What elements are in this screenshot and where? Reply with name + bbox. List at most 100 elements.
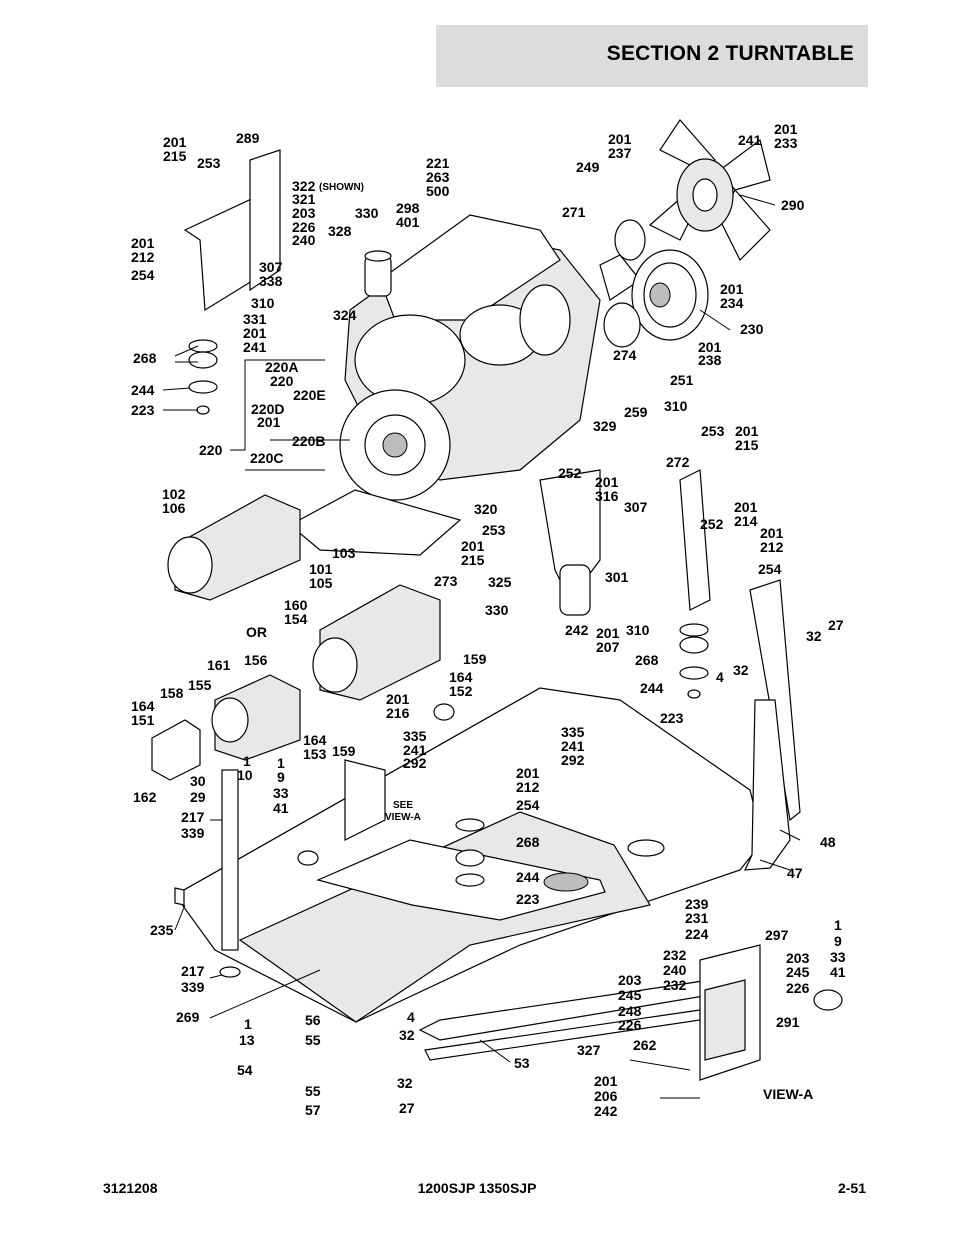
callout-label: 55 xyxy=(305,1032,321,1048)
callout-label: 223 xyxy=(660,710,684,726)
callout-label: 241 xyxy=(561,738,585,754)
callout-label: 273 xyxy=(434,573,458,589)
callout-labels: 201 215 253 289 322 (SHOWN) 321 203 226 … xyxy=(131,121,846,1119)
callout-label: 101 xyxy=(309,561,333,577)
callout-label: 237 xyxy=(608,145,632,161)
callout-label: 268 xyxy=(635,652,659,668)
callout-label: 220C xyxy=(250,450,283,466)
callout-label: 203 xyxy=(292,205,316,221)
callout-label: VIEW-A xyxy=(763,1086,813,1102)
callout-label: 201 xyxy=(760,525,784,541)
callout-label: 253 xyxy=(197,155,221,171)
callout-label: 201 xyxy=(243,325,267,341)
callout-label: 226 xyxy=(618,1017,642,1033)
callout-label: 335 xyxy=(561,724,585,740)
callout-label: 245 xyxy=(786,964,810,980)
callout-label: 4 xyxy=(716,669,724,685)
callout-label: 164 xyxy=(449,669,473,685)
callout-label: 1 xyxy=(244,1016,252,1032)
callout-label: 330 xyxy=(485,602,509,618)
callout-label: 201 xyxy=(516,765,540,781)
callout-label: 233 xyxy=(774,135,798,151)
callout-label: 48 xyxy=(820,834,836,850)
callout-label: 32 xyxy=(733,662,749,678)
callout-label: 212 xyxy=(516,779,540,795)
callout-label: 201 xyxy=(698,339,722,355)
callout-label: 339 xyxy=(181,979,205,995)
callout-label: 154 xyxy=(284,611,308,627)
callout-label: 201 xyxy=(595,474,619,490)
callout-label: 271 xyxy=(562,204,586,220)
leader-lines xyxy=(162,194,801,1099)
callout-label: 201 xyxy=(163,134,187,150)
callout-label: 10 xyxy=(237,767,253,783)
callout-label: 4 xyxy=(407,1009,415,1025)
callout-label: 268 xyxy=(133,350,157,366)
callout-label: 201 xyxy=(720,281,744,297)
callout-label: 301 xyxy=(605,569,629,585)
callout-label: 254 xyxy=(758,561,782,577)
callout-label: 220A xyxy=(265,359,298,375)
callout-label: 298 xyxy=(396,200,420,216)
doc-number: 3121208 xyxy=(103,1180,158,1196)
callout-label: 201 xyxy=(608,131,632,147)
callout-label: 335 xyxy=(403,728,427,744)
callout-label: 231 xyxy=(685,910,709,926)
callout-label: 203 xyxy=(618,972,642,988)
callout-label: 106 xyxy=(162,500,186,516)
callout-label: 248 xyxy=(618,1003,642,1019)
callout-label: 33 xyxy=(273,785,289,801)
callout-label: 321 xyxy=(292,191,316,207)
callout-label: 30 xyxy=(190,773,206,789)
callout-label: 244 xyxy=(131,382,155,398)
callout-label: 57 xyxy=(305,1102,321,1118)
callout-label: 212 xyxy=(131,249,155,265)
callout-label: 220 xyxy=(199,442,223,458)
callout-label: 201 xyxy=(596,625,620,641)
callout-label: 27 xyxy=(399,1100,415,1116)
callout-label: 47 xyxy=(787,865,803,881)
callout-label: 324 xyxy=(333,307,357,323)
callout-label: 27 xyxy=(828,617,844,633)
callout-label: 401 xyxy=(396,214,420,230)
callout-label: 292 xyxy=(561,752,585,768)
callout-label: 226 xyxy=(292,219,316,235)
callout-label: 55 xyxy=(305,1083,321,1099)
callout-label: 102 xyxy=(162,486,186,502)
callout-label: SEE xyxy=(393,800,413,811)
callout-label: 329 xyxy=(593,418,617,434)
callout-label: 201 xyxy=(257,414,281,430)
callout-label: 223 xyxy=(516,891,540,907)
callout-label: 316 xyxy=(595,488,619,504)
callout-label: 201 xyxy=(594,1073,618,1089)
callout-label: 161 xyxy=(207,657,231,673)
callout-label: 162 xyxy=(133,789,157,805)
callout-label: 339 xyxy=(181,825,205,841)
callout-label: 327 xyxy=(577,1042,601,1058)
callout-label: 241 xyxy=(403,742,427,758)
callout-label: 203 xyxy=(786,950,810,966)
callout-label: 1 xyxy=(834,917,842,933)
callout-label: 253 xyxy=(482,522,506,538)
callout-label: 310 xyxy=(251,295,275,311)
callout-label: VIEW-A xyxy=(385,812,421,823)
callout-label: 156 xyxy=(244,652,268,668)
callout-label: 252 xyxy=(558,465,582,481)
callout-label: 263 xyxy=(426,169,450,185)
callout-label: 158 xyxy=(160,685,184,701)
callout-label: 269 xyxy=(176,1009,200,1025)
callout-label: 105 xyxy=(309,575,333,591)
callout-label: 254 xyxy=(131,267,155,283)
callout-label: 53 xyxy=(514,1055,530,1071)
callout-label: 1 xyxy=(243,753,251,769)
callout-label: 164 xyxy=(131,698,155,714)
callout-label: 9 xyxy=(277,769,285,785)
callout-label: 9 xyxy=(834,933,842,949)
callout-label: 41 xyxy=(273,800,289,816)
engine-mounts xyxy=(188,339,709,887)
callout-label: 331 xyxy=(243,311,267,327)
callout-label: 215 xyxy=(735,437,759,453)
callout-label: 201 xyxy=(774,121,798,137)
callout-label: 159 xyxy=(463,651,487,667)
callout-label: 224 xyxy=(685,926,709,942)
